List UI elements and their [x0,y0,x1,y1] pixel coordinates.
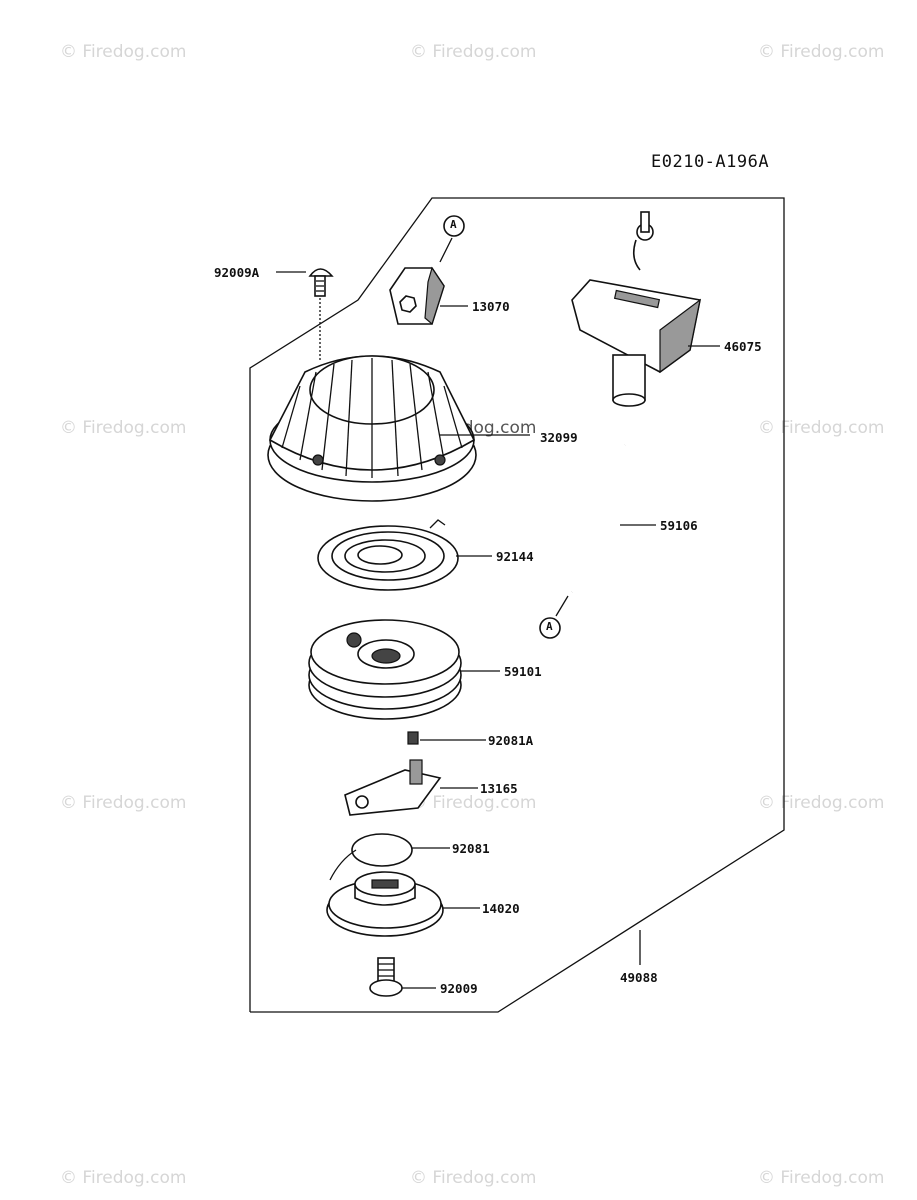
marker-a-top-label: A [450,218,457,231]
spring-92144-drawing [317,519,492,591]
callout-32099: 32099 [540,430,578,445]
watermark: © Firedog.com [758,42,885,62]
nut-13070-drawing [389,237,453,326]
guide-14020-drawing [326,871,480,937]
watermark: © Firedog.com [60,418,187,438]
watermark: © Firedog.com [410,42,537,62]
callout-14020: 14020 [482,901,520,916]
watermark: © Firedog.com [410,793,537,813]
watermark: © Firedog.com [60,42,187,62]
callout-92009A: 92009A [214,265,260,280]
marker-a-bottom-label: A [546,620,553,633]
callout-92144: 92144 [496,549,534,564]
bolt-92009-drawing [369,957,436,997]
watermark: © Firedog.com [758,418,885,438]
plate-92081-drawing [329,833,450,881]
watermark: © Firedog.com [758,1168,885,1188]
callout-92009: 92009 [440,981,478,996]
pawl-13165-drawing [344,759,478,816]
callout-59101: 59101 [504,664,542,679]
watermark: © Firedog.com [60,1168,187,1188]
callout-46075: 46075 [724,339,762,354]
callout-92081A: 92081A [488,733,534,748]
rope-59106-drawing [555,444,656,617]
marker-a-bottom [539,617,561,639]
callout-59106: 59106 [660,518,698,533]
watermark: © Firedog.com [60,793,187,813]
reel-59101-drawing [308,619,500,720]
marker-a-top [443,215,465,237]
watermark: © Firedog.com [410,1168,537,1188]
diagram-code: E0210-A196A [651,152,770,172]
assembly-boundary [249,197,785,1013]
screw-92009A-drawing [308,268,334,360]
callout-49088: 49088 [620,970,658,985]
handle-46075-drawing [571,211,720,407]
callout-92081: 92081 [452,841,490,856]
case-32099-drawing [267,355,530,502]
spring-92081A-drawing [407,731,486,745]
callout-13070: 13070 [472,299,510,314]
watermark: © Firedog.com [758,793,885,813]
callout-13165: 13165 [480,781,518,796]
